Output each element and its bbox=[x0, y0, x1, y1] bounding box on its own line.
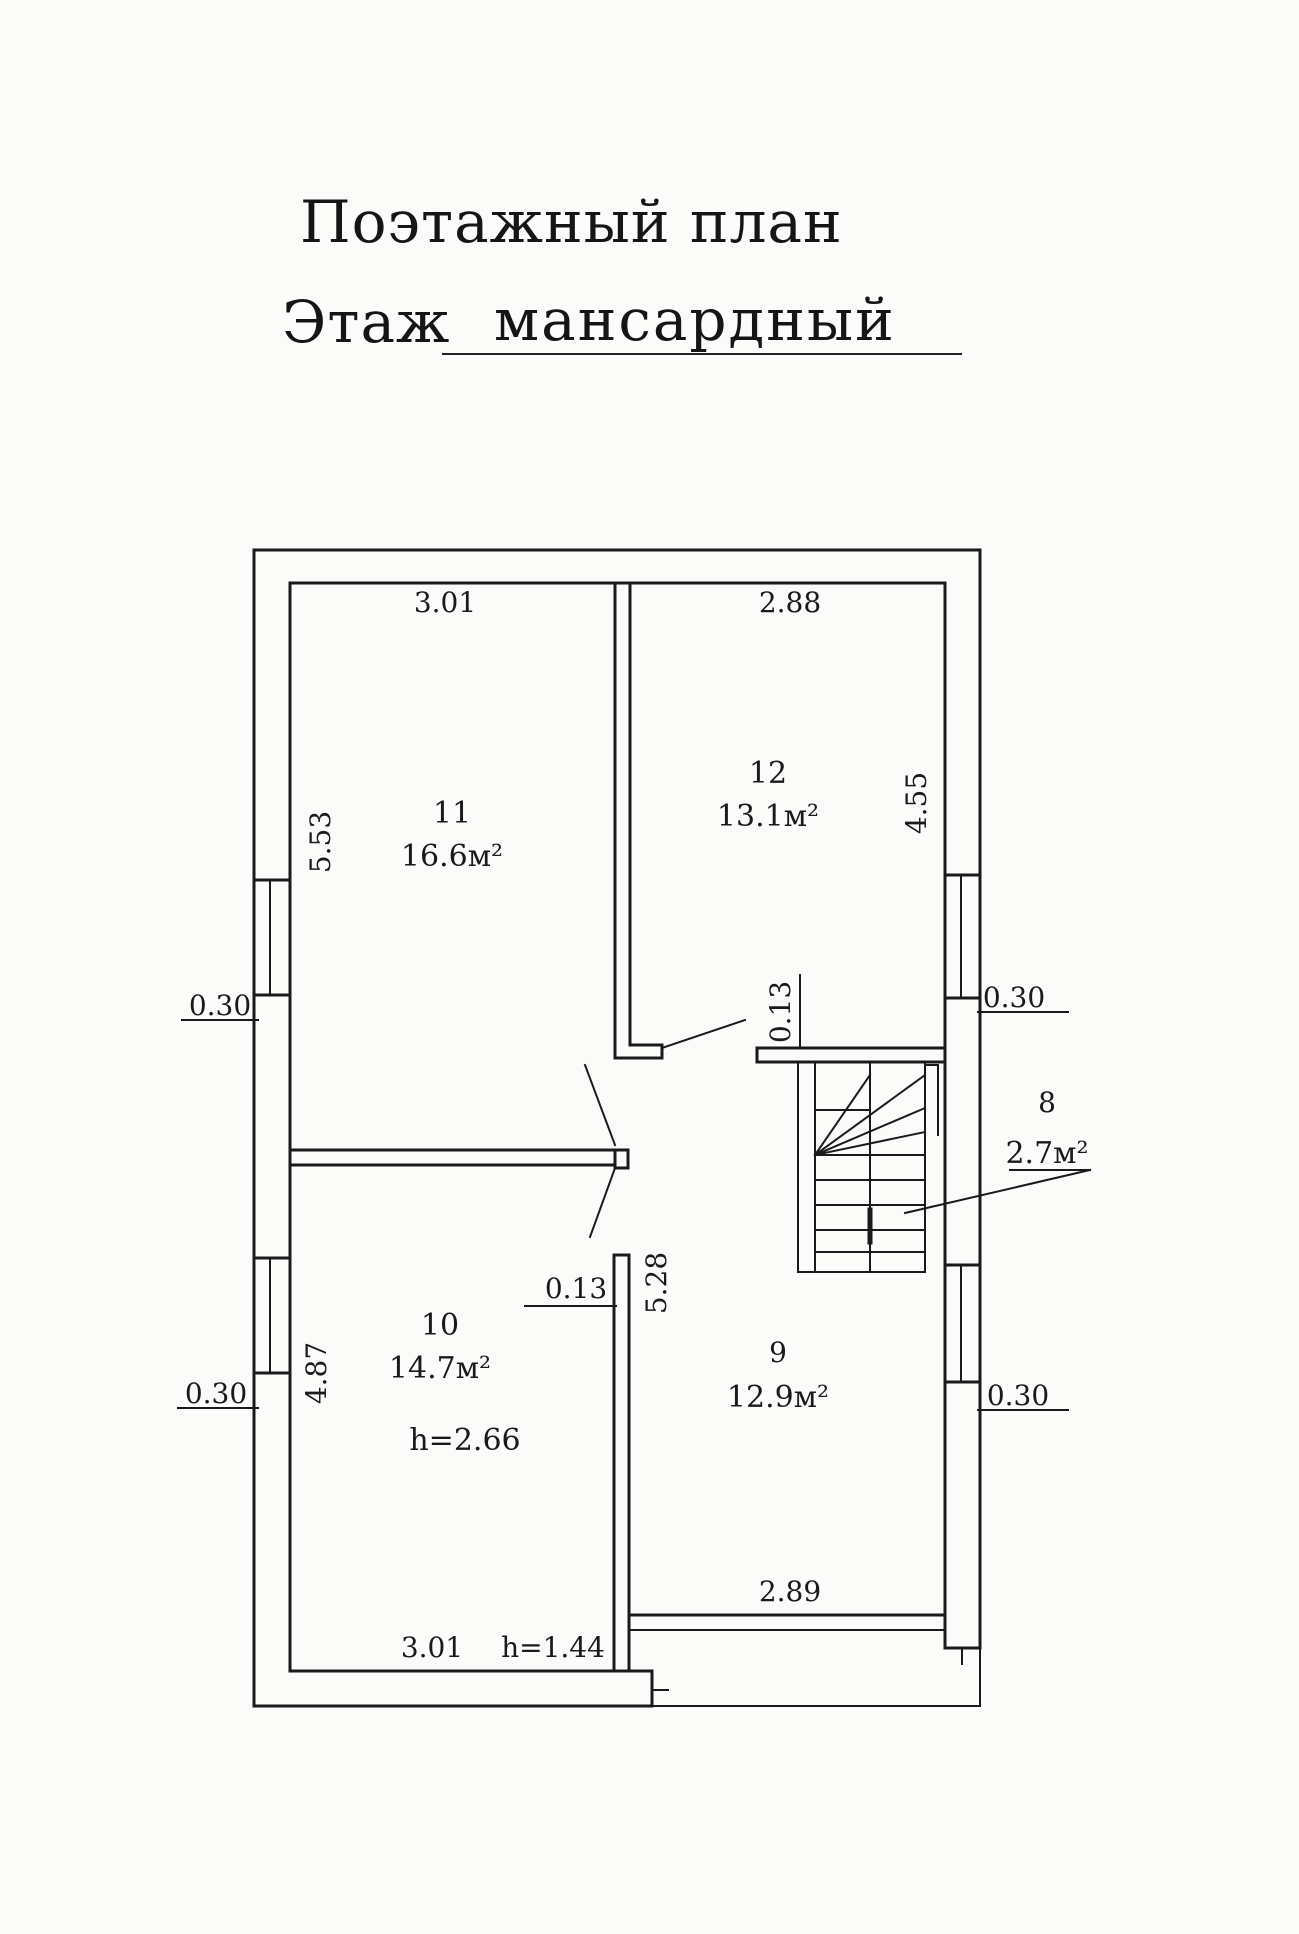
room10-height: h=2.66 bbox=[409, 1423, 520, 1458]
dim-room9-length: 5.28 bbox=[640, 1252, 673, 1314]
partition-10-11 bbox=[288, 1148, 630, 1170]
partition-11-12 bbox=[613, 581, 664, 1060]
dim-room9-width: 2.89 bbox=[759, 1575, 821, 1608]
dim-wall-left-lower: 0.30 bbox=[185, 1377, 247, 1410]
floor-value: мансардный bbox=[494, 286, 896, 354]
dim-partition-upper: 0.13 bbox=[764, 981, 797, 1043]
floor-label: Этаж bbox=[282, 288, 451, 356]
room9-area: 12.9м² bbox=[727, 1380, 829, 1415]
dim-room12-length: 4.55 bbox=[900, 772, 933, 834]
dim-room11-length: 5.53 bbox=[304, 811, 337, 873]
outer-wall-outline bbox=[252, 548, 982, 1708]
room11-number: 11 bbox=[433, 796, 471, 831]
dim-room10-low-height: h=1.44 bbox=[501, 1631, 605, 1664]
door-swing-11 bbox=[583, 1063, 617, 1147]
dim-wall-left-upper: 0.30 bbox=[189, 989, 251, 1022]
room8-leader bbox=[903, 1168, 1092, 1215]
inner-wall-outline bbox=[288, 581, 947, 1673]
right-window-lower bbox=[943, 1263, 982, 1384]
staircase bbox=[797, 1061, 939, 1273]
left-window-lower bbox=[252, 1256, 292, 1375]
door-swing-12 bbox=[660, 1018, 747, 1050]
dim-wall-right-lower: 0.30 bbox=[987, 1379, 1049, 1412]
room10-area: 14.7м² bbox=[389, 1351, 491, 1386]
right-window-upper bbox=[943, 873, 982, 1000]
room12-number: 12 bbox=[749, 756, 787, 791]
door-swing-10 bbox=[588, 1166, 617, 1239]
room10-number: 10 bbox=[421, 1308, 459, 1343]
room11-area: 16.6м² bbox=[401, 839, 503, 874]
stair-ledge bbox=[755, 1046, 947, 1064]
dim-room10-length: 4.87 bbox=[300, 1342, 333, 1404]
room12-area: 13.1м² bbox=[717, 799, 819, 834]
dim-room12-width: 2.88 bbox=[759, 586, 821, 619]
bottom-wall-outer-right bbox=[651, 1647, 981, 1707]
plan-title: Поэтажный план bbox=[300, 188, 843, 256]
dim-partition-lower: 0.13 bbox=[545, 1272, 607, 1305]
room8-number: 8 bbox=[1038, 1086, 1056, 1119]
dim-room10-width: 3.01 bbox=[401, 1631, 463, 1664]
floor-underline bbox=[442, 353, 962, 355]
dim-room11-width: 3.01 bbox=[414, 586, 476, 619]
room9-number: 9 bbox=[769, 1336, 787, 1369]
partition-9-10 bbox=[612, 1253, 631, 1673]
left-window-upper bbox=[252, 878, 292, 997]
room8-area: 2.7м² bbox=[1005, 1136, 1088, 1171]
dim-wall-right-upper: 0.30 bbox=[983, 981, 1045, 1014]
